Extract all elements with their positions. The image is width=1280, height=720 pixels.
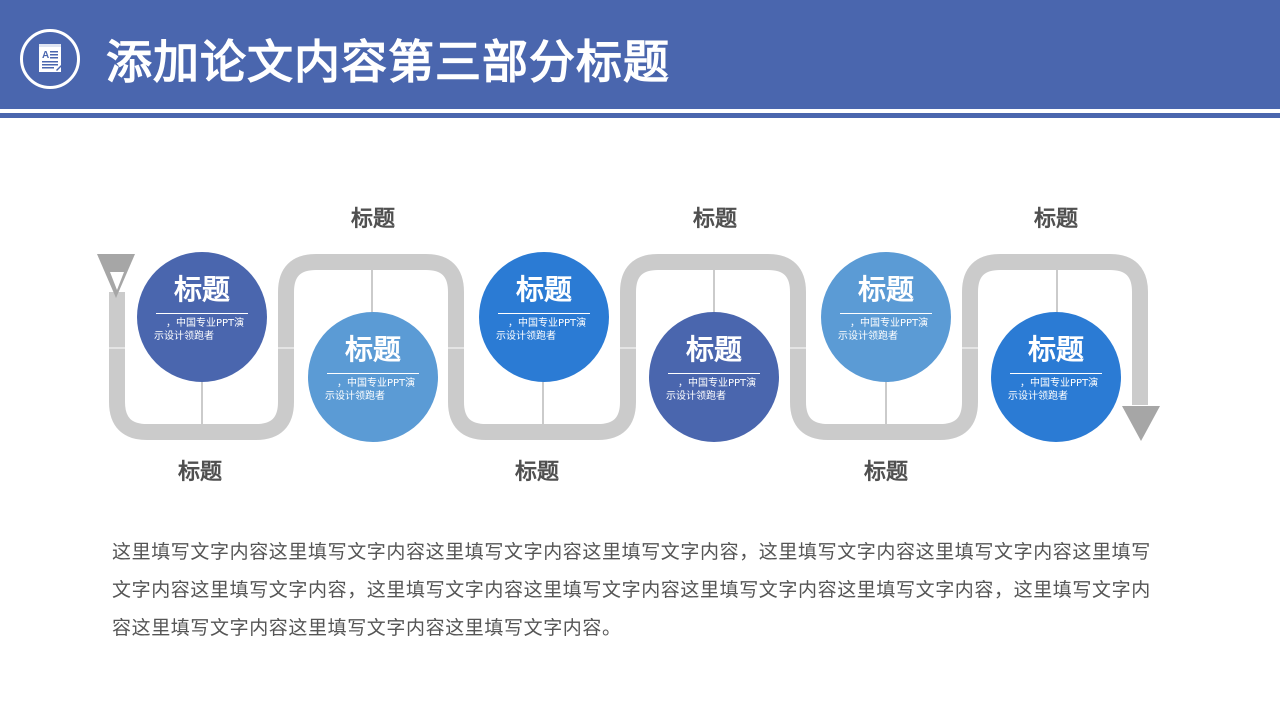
top-label-1: 标题 xyxy=(350,207,395,232)
bottom-label-3: 标题 xyxy=(863,460,908,485)
document-edit-icon: A xyxy=(20,29,80,89)
header-bar xyxy=(0,0,1280,109)
step-title: 标题 xyxy=(173,273,230,306)
step-desc: ，中国专业PPT演示设计领跑者 xyxy=(496,318,587,342)
step-title: 标题 xyxy=(1027,333,1084,366)
step-title: 标题 xyxy=(857,273,914,306)
step-title: 标题 xyxy=(685,333,742,366)
page-title: 添加论文内容第三部分标题 xyxy=(106,35,670,89)
top-label-3: 标题 xyxy=(1033,207,1078,232)
end-arrow-icon xyxy=(1122,406,1160,441)
step-circle-2: 标题 ，中国专业PPT演示设计领跑者 xyxy=(308,312,438,442)
step-desc: ，中国专业PPT演示设计领跑者 xyxy=(154,318,245,342)
step-desc: ，中国专业PPT演示设计领跑者 xyxy=(1008,378,1099,402)
divider xyxy=(498,313,590,314)
step-desc: ，中国专业PPT演示设计领跑者 xyxy=(325,378,416,402)
top-label-2: 标题 xyxy=(692,207,737,232)
bottom-label-2: 标题 xyxy=(514,460,559,485)
divider xyxy=(840,313,932,314)
bottom-label-1: 标题 xyxy=(177,460,222,485)
divider xyxy=(668,373,760,374)
step-circle-4: 标题 ，中国专业PPT演示设计领跑者 xyxy=(649,312,779,442)
divider xyxy=(156,313,248,314)
divider xyxy=(1010,373,1102,374)
step-circle-3: 标题 ，中国专业PPT演示设计领跑者 xyxy=(479,252,609,382)
body-paragraph: 这里填写文字内容这里填写文字内容这里填写文字内容这里填写文字内容，这里填写文字内… xyxy=(112,541,1151,639)
step-circle-6: 标题 ，中国专业PPT演示设计领跑者 xyxy=(991,312,1121,442)
step-desc: ，中国专业PPT演示设计领跑者 xyxy=(838,318,929,342)
step-title: 标题 xyxy=(344,333,401,366)
step-circle-1: 标题 ，中国专业PPT演示设计领跑者 xyxy=(137,252,267,382)
header-underline xyxy=(0,113,1280,118)
step-title: 标题 xyxy=(515,273,572,306)
step-desc: ，中国专业PPT演示设计领跑者 xyxy=(666,378,757,402)
step-circle-5: 标题 ，中国专业PPT演示设计领跑者 xyxy=(821,252,951,382)
svg-text:A: A xyxy=(42,50,49,61)
divider xyxy=(327,373,419,374)
